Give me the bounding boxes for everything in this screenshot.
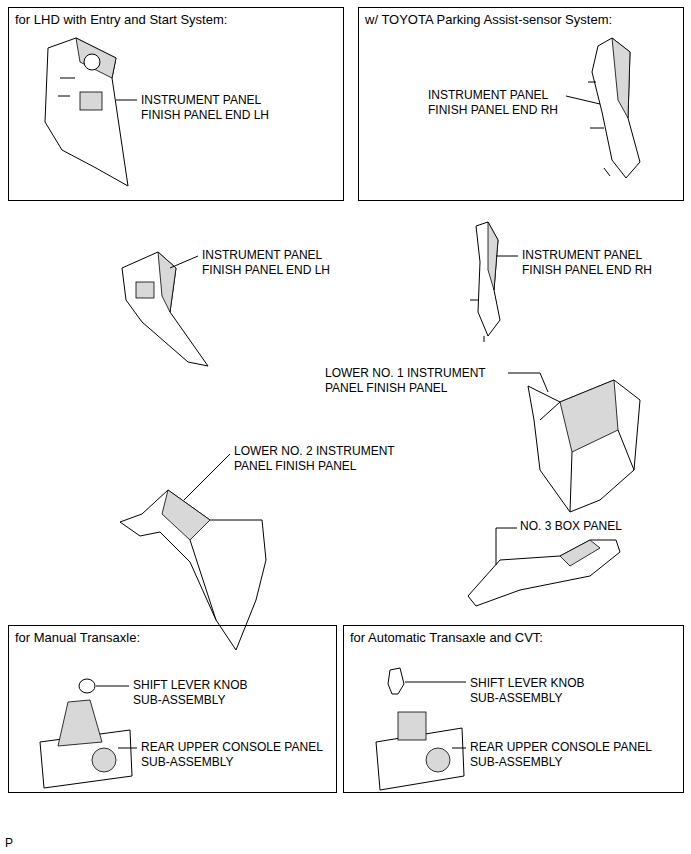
panel-tab	[470, 300, 484, 342]
panel-inner	[560, 380, 618, 452]
panel-opening	[80, 92, 102, 110]
part-name: INSTRUMENT PANEL FINISH PANEL END RH	[428, 88, 588, 118]
part-name: SHIFT LEVER KNOB SUB-ASSEMBLY	[133, 678, 273, 708]
part-name: REAR UPPER CONSOLE PANEL SUB-ASSEMBLY	[141, 740, 331, 770]
figure-code: P	[5, 836, 25, 851]
part-name: REAR UPPER CONSOLE PANEL SUB-ASSEMBLY	[470, 740, 660, 770]
panel-detail	[58, 78, 75, 96]
cup-holder	[426, 748, 450, 772]
panel-opening	[136, 282, 154, 298]
part-name: INSTRUMENT PANEL FINISH PANEL END LH	[141, 93, 301, 123]
part-name: INSTRUMENT PANEL FINISH PANEL END LH	[202, 248, 362, 278]
part-name: LOWER NO. 2 INSTRUMENT PANEL FINISH PANE…	[234, 444, 416, 474]
finish-panel-rh-drawing	[470, 222, 518, 342]
part-name: LOWER NO. 1 INSTRUMENT PANEL FINISH PANE…	[325, 366, 507, 396]
leader-line	[118, 748, 137, 749]
finish-panel-lh-drawing	[45, 38, 137, 186]
leader-line	[566, 96, 600, 104]
part-name: SHIFT LEVER KNOB SUB-ASSEMBLY	[470, 676, 610, 706]
panel-detail	[190, 540, 216, 620]
knob	[388, 668, 404, 694]
lower-no2-panel-drawing	[120, 454, 266, 650]
finish-panel-lh-drawing	[122, 252, 208, 366]
panel-face	[76, 38, 116, 78]
leader-line	[116, 100, 137, 101]
part-name: INSTRUMENT PANEL FINISH PANEL END RH	[522, 248, 682, 278]
at-parts-drawing	[376, 668, 466, 790]
leader-line	[496, 528, 517, 565]
panel-outline	[122, 252, 208, 366]
leader-line	[508, 373, 548, 392]
cup-holder	[92, 748, 116, 772]
finish-panel-rh-drawing	[566, 38, 640, 178]
shift-boot	[58, 700, 102, 746]
condition-heading: for LHD with Entry and Start System:	[15, 12, 227, 28]
lower-no1-panel-drawing	[508, 373, 640, 512]
panel-outline	[528, 380, 640, 512]
panel-tab	[588, 82, 610, 176]
condition-heading: for Manual Transaxle:	[15, 630, 140, 646]
leader-line	[184, 454, 230, 500]
no3-box-panel-drawing	[468, 528, 620, 606]
condition-heading: w/ TOYOTA Parking Assist-sensor System:	[365, 12, 612, 28]
panel-face	[158, 252, 176, 312]
knob	[79, 679, 95, 693]
panel-face	[560, 540, 600, 566]
leader-line	[96, 686, 129, 687]
part-name: NO. 3 BOX PANEL	[520, 519, 670, 534]
panel-outline	[45, 38, 128, 186]
leader-line	[496, 256, 518, 257]
panel-detail	[540, 402, 634, 512]
shift-gate	[398, 712, 426, 740]
switch-hole	[84, 54, 100, 70]
leader-line	[452, 748, 466, 749]
panel-outline	[468, 540, 620, 606]
panel-face	[612, 38, 630, 118]
condition-heading: for Automatic Transaxle and CVT:	[350, 630, 543, 646]
panel-outline	[120, 490, 266, 650]
mt-parts-drawing	[40, 679, 137, 788]
leader-line	[170, 256, 198, 268]
panel-outline	[476, 222, 500, 336]
panel-outline	[592, 38, 640, 178]
leader-line	[405, 682, 466, 683]
